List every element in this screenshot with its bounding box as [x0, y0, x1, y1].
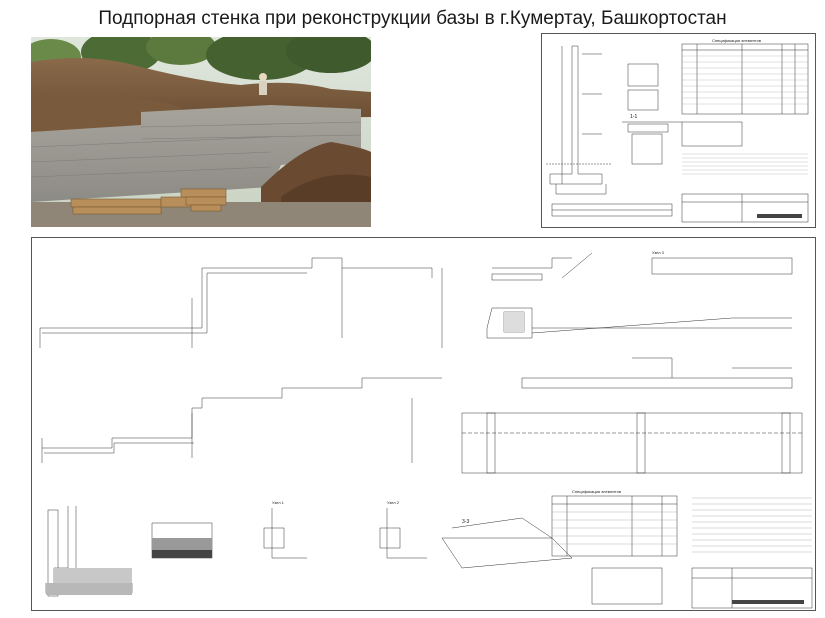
drawing-sheet-main: 3-3 Узел 1 Узел 2 Узел 3 Спецификация эл…	[31, 237, 816, 611]
node-2-label: Узел 2	[387, 500, 400, 505]
node-3-label: Узел 3	[652, 250, 665, 255]
page-title: Подпорная стенка при реконструкции базы …	[98, 8, 727, 29]
drawing-sheet-wall-section: 1-1 Спецификация элементов	[541, 33, 816, 228]
node-1-label: Узел 1	[272, 500, 285, 505]
main-spec-header: Спецификация элементов	[572, 489, 621, 494]
construction-site-photo-icon	[31, 37, 371, 227]
wall-section-drawing: 1-1 Спецификация элементов	[546, 38, 809, 223]
section-3-label: 3-3	[462, 519, 469, 525]
main-drawing: 3-3 Узел 1 Узел 2 Узел 3 Спецификация эл…	[39, 250, 813, 609]
spec-header: Спецификация элементов	[712, 38, 761, 43]
section-label: 1-1	[630, 114, 637, 120]
construction-photo	[31, 37, 371, 227]
